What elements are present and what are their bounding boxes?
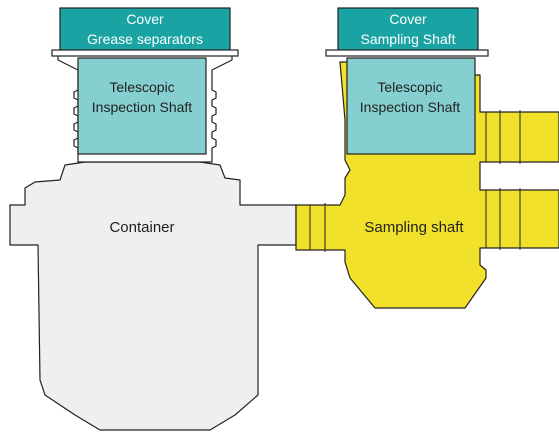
pipe-detail-lower — [485, 188, 521, 250]
cover-label-line1: Cover — [126, 11, 164, 27]
container-body — [9, 161, 297, 431]
telescopic-inspection-shaft-left — [77, 57, 207, 155]
grease-separator-assembly: Cover Grease separators Telescopic Inspe… — [9, 7, 297, 431]
container-label: Container — [109, 219, 174, 236]
pipe-detail-upper — [485, 110, 521, 164]
sampling-shaft-label-line1: Telescopic — [377, 79, 442, 95]
sampling-cover-label-line1: Cover — [389, 11, 427, 27]
sampling-shaft-assembly: Cover Sampling Shaft Telescopic Inspecti… — [295, 7, 559, 309]
cover-label-line2: Grease separators — [87, 31, 203, 47]
shaft-label-line1: Telescopic — [109, 79, 174, 95]
cover-rim-right — [325, 49, 489, 57]
cover-rim-left — [51, 49, 239, 57]
pipe-detail-left — [309, 203, 326, 252]
sampling-shaft-label-line2: Inspection Shaft — [360, 99, 461, 115]
sampling-body-label: Sampling shaft — [364, 219, 464, 236]
sampling-cover-label-line2: Sampling Shaft — [361, 31, 456, 47]
telescopic-inspection-shaft-right — [346, 57, 476, 155]
shaft-label-line2: Inspection Shaft — [92, 99, 193, 115]
